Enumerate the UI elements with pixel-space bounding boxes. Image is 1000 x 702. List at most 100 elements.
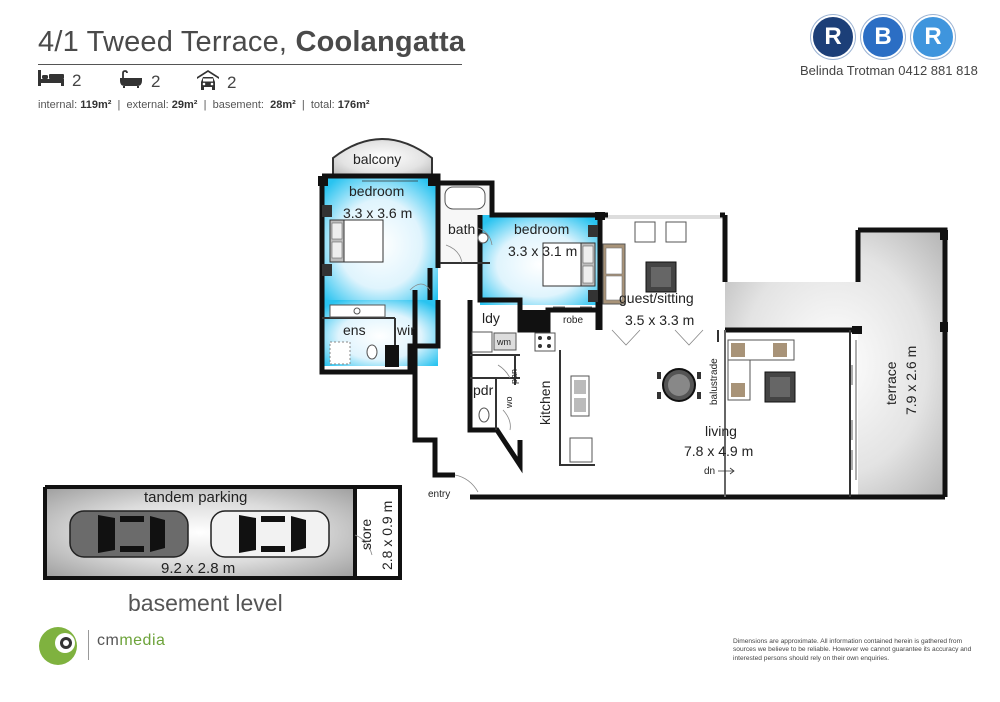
washing-machine — [493, 332, 517, 351]
bathrooms-count: 2 — [151, 71, 161, 91]
fridge — [569, 437, 593, 463]
door-swings — [409, 227, 704, 493]
area-summary: internal: 119m² | external: 29m² | basem… — [38, 99, 370, 111]
bedrooms-feature: 2 — [38, 70, 81, 91]
wall-block — [940, 322, 948, 332]
wo-label: wo — [504, 396, 514, 409]
balcony-label: balcony — [353, 151, 401, 167]
bathrooms-feature: 2 — [119, 70, 160, 93]
bed-1-furniture — [322, 205, 384, 276]
dn-arrow — [718, 467, 735, 475]
living-label: living — [705, 423, 737, 439]
bedroom-2-label: bedroom — [514, 221, 569, 237]
property-address: 4/1 Tweed Terrace, Coolangatta — [38, 26, 465, 59]
bedroom-1-label: bedroom — [349, 183, 404, 199]
wall-block — [852, 326, 862, 334]
separator: | — [117, 99, 121, 111]
kitchen-label: kitchen — [537, 381, 553, 425]
external-value: 29m² — [171, 99, 198, 111]
terrace-label: terrace — [883, 361, 899, 405]
bed-2-furniture — [542, 225, 598, 302]
terrace-door-arrows — [851, 340, 857, 480]
cm-prefix: cm — [97, 632, 120, 649]
tandem-parking-label: tandem parking — [144, 489, 247, 506]
ldy-label: ldy — [482, 310, 500, 326]
guest-size: 3.5 x 3.3 m — [625, 312, 694, 328]
store-area — [353, 485, 402, 580]
media-suffix: media — [119, 632, 166, 649]
wir-label: wir — [396, 322, 415, 338]
guest-glazing — [600, 215, 725, 219]
disclaimer-text: Dimensions are approximate. All informat… — [733, 638, 972, 662]
living-sofa — [727, 339, 795, 401]
cmmedia-logo — [38, 626, 86, 671]
external-label: external: — [126, 99, 169, 111]
terrace-size: 7.9 x 2.6 m — [903, 346, 919, 415]
ensuite-toilet — [366, 344, 378, 360]
bath-icon — [119, 70, 143, 93]
total-label: total: — [310, 99, 335, 111]
basin — [477, 232, 489, 244]
logo-letter-r2: R — [911, 15, 955, 59]
bed-icon — [38, 70, 64, 91]
bathtub — [444, 186, 486, 210]
logo-letter-b: B — [861, 15, 905, 59]
cmmedia-wordmark: cmmedia — [97, 632, 165, 650]
ensuite-shower — [329, 341, 351, 365]
store-label: store — [358, 519, 374, 550]
ensuite-basin — [353, 307, 361, 315]
store-door — [354, 534, 373, 556]
parking-walls — [43, 485, 355, 580]
separator: | — [203, 99, 207, 111]
dn-label: dn — [704, 466, 715, 477]
bath-label: bath — [448, 221, 475, 237]
bedrooms-count: 2 — [72, 70, 82, 90]
guest-chair — [634, 221, 656, 243]
bedroom-2-size: 3.3 x 3.1 m — [508, 243, 577, 259]
guest-chair — [665, 221, 687, 243]
pdr-label: pdr — [473, 382, 494, 398]
balcony-area — [332, 138, 433, 177]
total-value: 176m² — [337, 99, 370, 111]
car-spaces-feature: 2 — [197, 70, 236, 95]
wall-block — [520, 310, 548, 332]
laundry-bench — [471, 331, 493, 353]
store-size: 2.8 x 0.9 m — [379, 501, 395, 570]
basement-value: 28m² — [270, 99, 296, 111]
pdr-toilet — [478, 407, 490, 423]
wall-block — [428, 176, 438, 186]
agent-contact: Belinda Trotman 0412 881 818 — [800, 63, 978, 78]
address-line: 4/1 Tweed Terrace, — [38, 26, 288, 58]
wall-block — [595, 212, 605, 220]
wall-block — [940, 230, 948, 240]
wm-label: wm — [496, 337, 511, 347]
internal-label: internal: — [38, 99, 78, 111]
terrace-area — [725, 230, 945, 497]
robe-label: robe — [563, 315, 583, 326]
logo-letter-r1: R — [811, 15, 855, 59]
car-spaces-count: 2 — [227, 72, 237, 92]
internal-value: 119m² — [80, 99, 112, 111]
pan-label: pan — [509, 369, 519, 384]
cooktop — [534, 332, 556, 352]
entry-label: entry — [428, 489, 450, 500]
guest-label: guest/sitting — [619, 290, 694, 306]
car-dark-icon — [69, 510, 189, 558]
suburb: Coolangatta — [295, 26, 466, 58]
separator: | — [301, 99, 305, 111]
living-size: 7.8 x 4.9 m — [684, 443, 753, 459]
balustrade-label: balustrade — [709, 358, 720, 405]
title-divider — [38, 64, 462, 65]
logo-divider — [88, 630, 89, 660]
car-white-icon — [210, 510, 330, 558]
parking-size: 9.2 x 2.8 m — [161, 560, 235, 577]
basement-label: basement: — [212, 99, 264, 111]
dining-chairs — [657, 372, 701, 399]
bedroom-1-size: 3.3 x 3.6 m — [343, 205, 412, 221]
guest-sofa — [602, 243, 626, 305]
ens-label: ens — [343, 322, 366, 338]
garage-icon — [197, 70, 219, 95]
agency-logo: R B R — [811, 15, 955, 59]
wall-block — [385, 345, 399, 367]
